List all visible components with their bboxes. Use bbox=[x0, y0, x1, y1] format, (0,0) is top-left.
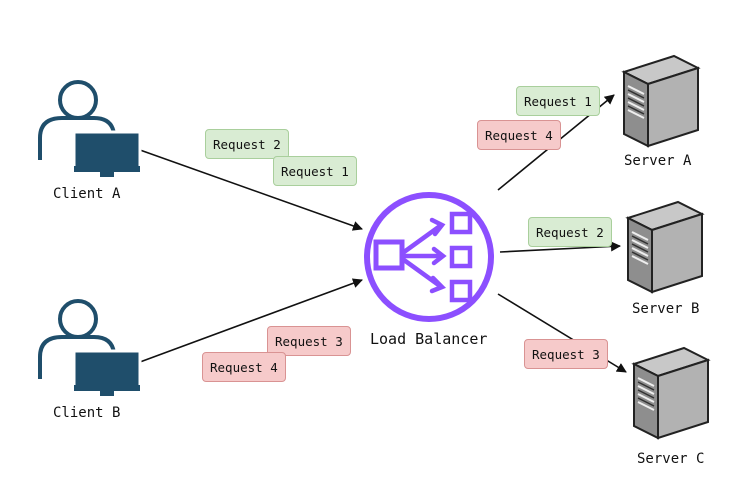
user-computer-icon bbox=[38, 80, 142, 177]
user-computer-icon bbox=[38, 299, 142, 396]
arrow-lb-to-server-b bbox=[499, 241, 621, 253]
server-a-label: Server A bbox=[624, 153, 692, 169]
server-b-label: Server B bbox=[632, 301, 700, 317]
request-tag: Request 2 bbox=[205, 129, 289, 159]
server-icon bbox=[625, 200, 705, 294]
request-tag: Request 1 bbox=[273, 156, 357, 186]
client-a bbox=[34, 78, 146, 182]
server-c bbox=[626, 342, 716, 446]
arrow-client-a-to-lb bbox=[139, 149, 363, 231]
server-b bbox=[620, 196, 710, 300]
request-tag: Request 2 bbox=[528, 217, 612, 247]
client-b-label: Client B bbox=[53, 405, 121, 421]
server-icon bbox=[631, 346, 711, 440]
client-b bbox=[34, 297, 146, 401]
load-balancer-icon bbox=[364, 192, 494, 322]
request-tag: Request 3 bbox=[267, 326, 351, 356]
client-a-label: Client A bbox=[53, 186, 121, 202]
request-tag: Request 3 bbox=[524, 339, 608, 369]
server-a bbox=[616, 50, 706, 154]
arrow-client-b-to-lb bbox=[139, 278, 363, 363]
load-balancer bbox=[362, 190, 496, 328]
request-tag: Request 1 bbox=[516, 86, 600, 116]
load-balancer-label: Load Balancer bbox=[370, 330, 488, 348]
request-tag: Request 4 bbox=[202, 352, 286, 382]
request-tag: Request 4 bbox=[477, 120, 561, 150]
server-c-label: Server C bbox=[637, 451, 705, 467]
server-icon bbox=[621, 54, 701, 148]
